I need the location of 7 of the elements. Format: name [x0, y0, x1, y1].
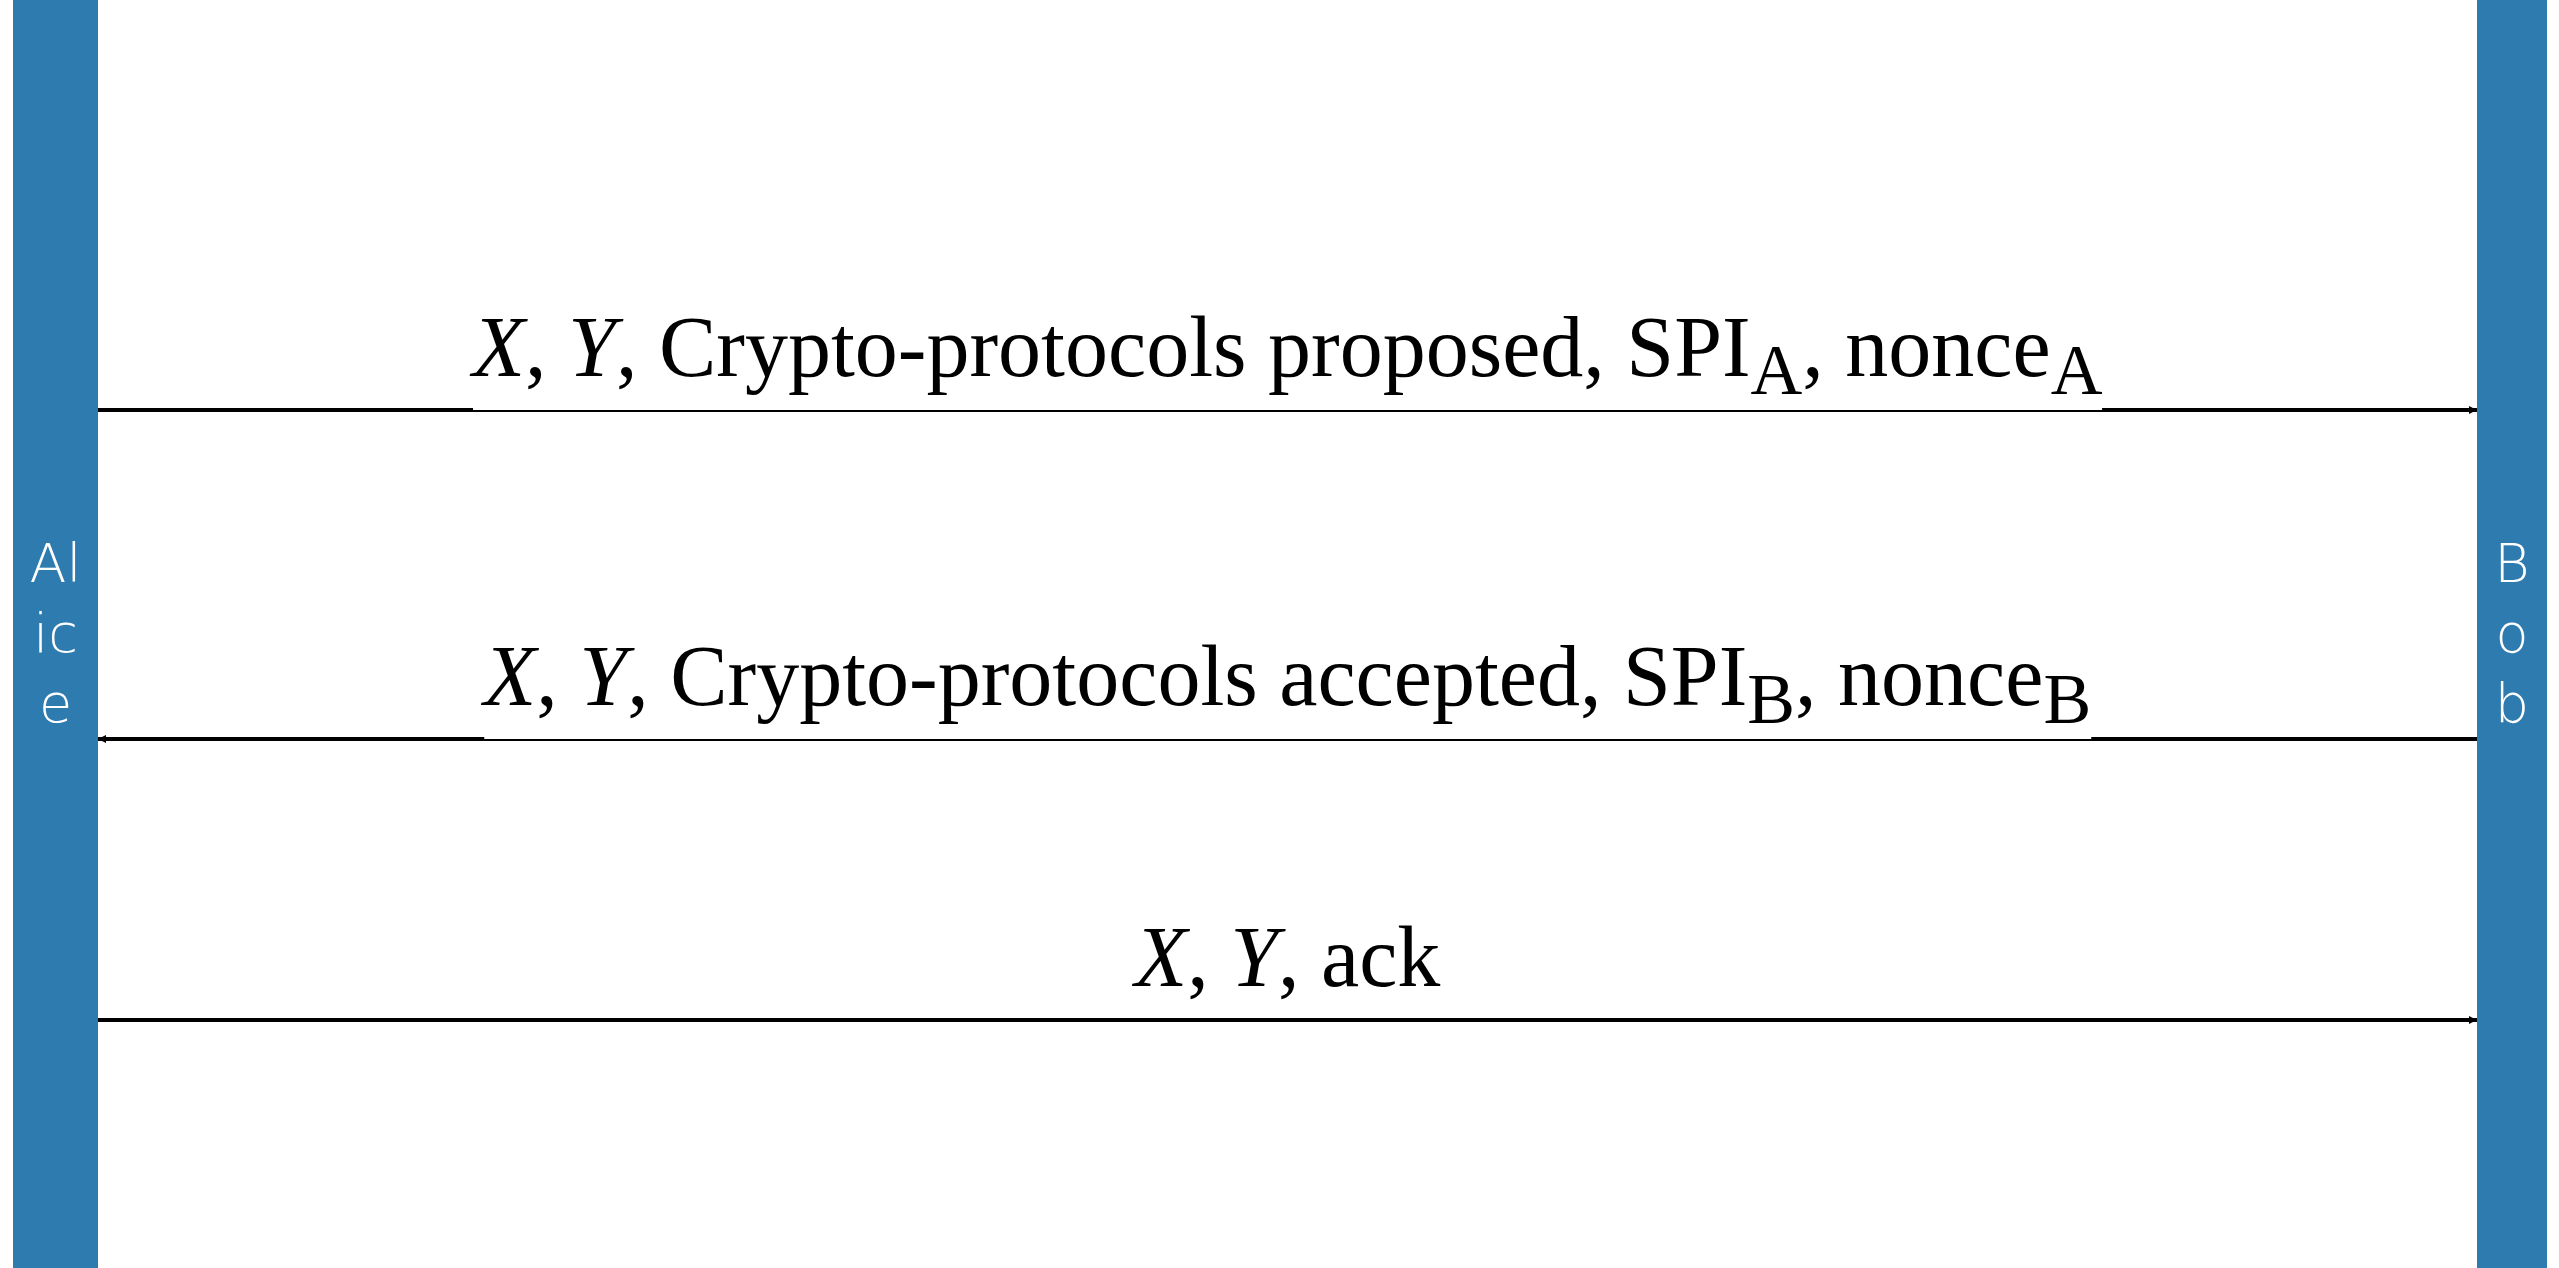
- participant-bar: [2477, 0, 2547, 1268]
- message-arrow: [98, 406, 2477, 414]
- participant-name: Bob: [2493, 530, 2531, 738]
- message-arrow: [98, 1016, 2477, 1024]
- participant-bar: [13, 0, 98, 1268]
- participant-name: Alice: [28, 530, 83, 738]
- message-arrow: [98, 735, 2477, 743]
